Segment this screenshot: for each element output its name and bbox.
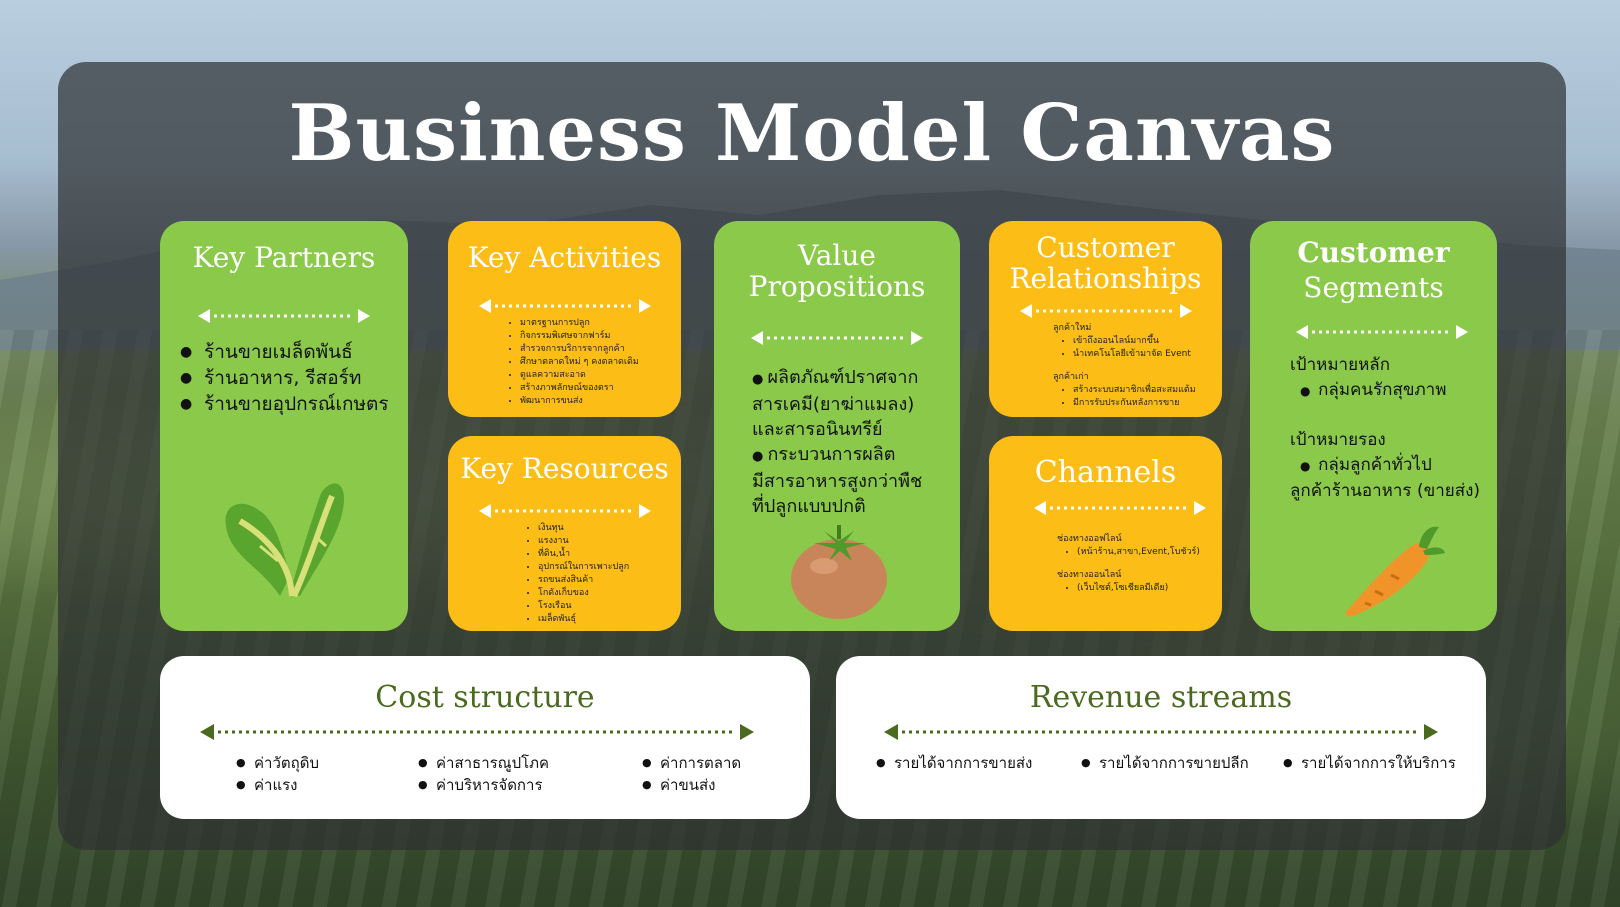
revenue-streams-title: Revenue streams <box>1029 680 1293 715</box>
list-item: ค่าวัตถุดิบ <box>236 752 319 774</box>
list-item: เข้าถึงออนไลน์มากขึ้น <box>1073 335 1218 348</box>
page-title: Business Model Canvas <box>288 88 1336 179</box>
double-arrow-icon <box>1296 325 1468 339</box>
list-item: รายได้จากการให้บริการ <box>1283 752 1456 774</box>
double-arrow-icon <box>751 331 923 345</box>
list-item: ศึกษาตลาดใหม่ ๆ คงตลาดเดิม <box>520 356 674 369</box>
key-partners-title: Key Partners <box>192 241 376 274</box>
list-item: รายได้จากการขายปลีก <box>1081 752 1249 774</box>
double-arrow-icon <box>479 504 651 518</box>
double-arrow-icon <box>884 724 1438 740</box>
key-resources-list: เงินทุน แรงงาน ที่ดิน,น้ำ อุปกรณ์ในการเพ… <box>522 522 672 626</box>
customer-segments-text: เป้าหมายหลัก ● กลุ่มคนรักสุขภาพ เป้าหมาย… <box>1290 355 1481 501</box>
list-item: ค่าการตลาด <box>642 752 741 774</box>
list-item: โรงเรือน <box>538 600 672 613</box>
channels-content: ช่องทางออฟไลน์ (หน้าร้าน,สาขา,Event,โบชั… <box>1057 533 1219 595</box>
carrot-icon <box>1345 526 1445 617</box>
value-propositions-text: ● ผลิตภัณฑ์ปราศจาก สารเคมี(ยาฆ่าแมลง) แล… <box>752 367 923 517</box>
key-activities-title: Key Activities <box>467 241 662 274</box>
double-arrow-icon <box>1020 304 1192 318</box>
customer-relationships-title: Customer Relationships <box>1009 231 1202 295</box>
list-item: (เว็บไซต์,โซเชียลมีเดีย) <box>1077 582 1219 595</box>
cost-structure-title: Cost structure <box>375 680 595 715</box>
key-resources-card: Key Resources เงินทุน แรงงาน ที่ดิน,น้ำ … <box>448 436 681 631</box>
list-item: กิจกรรมพิเศษจากฟาร์ม <box>520 330 674 343</box>
list-item: สำรวจการบริการจากลูกค้า <box>520 343 674 356</box>
revenue-item-1: รายได้จากการขายส่ง <box>876 752 1032 774</box>
list-item: สร้างภาพลักษณ์ของตรา <box>520 382 674 395</box>
key-partners-list: ร้านขายเมล็ดพันธ์ ร้านอาหาร, รีสอร์ท ร้า… <box>180 339 400 417</box>
list-item: ที่ดิน,น้ำ <box>538 548 672 561</box>
customer-relationships-card: Customer Relationships ลูกค้าใหม่ เข้าถึ… <box>989 221 1222 417</box>
customer-relationships-content: ลูกค้าใหม่ เข้าถึงออนไลน์มากขึ้น นำเทคโน… <box>1053 322 1218 410</box>
list-item: แรงงาน <box>538 535 672 548</box>
channels-title: Channels <box>1034 455 1177 490</box>
key-activities-list: มาตรฐานการปลูก กิจกรรมพิเศษจากฟาร์ม สำรว… <box>504 317 674 408</box>
cost-structure-card: Cost structure ค่าวัตถุดิบ ค่าแรง ค่าสาธ… <box>160 656 810 819</box>
list-item: โกดังเก็บของ <box>538 587 672 600</box>
list-item: ร้านขายเมล็ดพันธ์ <box>180 339 400 365</box>
revenue-item-2: รายได้จากการขายปลีก <box>1081 752 1249 774</box>
list-item: มาตรฐานการปลูก <box>520 317 674 330</box>
value-propositions-card: Value Propositions ● ผลิตภัณฑ์ปราศจาก สา… <box>714 221 960 631</box>
cost-col-3: ค่าการตลาด ค่าขนส่ง <box>642 752 741 796</box>
cost-col-1: ค่าวัตถุดิบ ค่าแรง <box>236 752 319 796</box>
key-activities-card: Key Activities มาตรฐานการปลูก กิจกรรมพิเ… <box>448 221 681 417</box>
list-item: สร้างระบบสมาชิกเพื่อสะสมแต้ม <box>1073 384 1218 397</box>
key-resources-title: Key Resources <box>460 452 669 485</box>
list-item: ร้านอาหาร, รีสอร์ท <box>180 365 400 391</box>
list-item: ค่าบริหารจัดการ <box>418 774 549 796</box>
list-item: ค่าแรง <box>236 774 319 796</box>
double-arrow-icon <box>1034 501 1206 515</box>
cost-col-2: ค่าสาธารณูปโภค ค่าบริหารจัดการ <box>418 752 549 796</box>
value-propositions-title: Value Propositions <box>748 239 926 303</box>
list-item: มีการรับประกันหลังการขาย <box>1073 397 1218 410</box>
key-partners-card: Key Partners ร้านขายเมล็ดพันธ์ ร้านอาหาร… <box>160 221 408 631</box>
list-item: (หน้าร้าน,สาขา,Event,โบชัวร์) <box>1077 546 1219 559</box>
list-item: ค่าขนส่ง <box>642 774 741 796</box>
revenue-streams-card: Revenue streams รายได้จากการขายส่ง รายได… <box>836 656 1486 819</box>
list-item: ดูแลความสะอาด <box>520 369 674 382</box>
list-item: เงินทุน <box>538 522 672 535</box>
revenue-item-3: รายได้จากการให้บริการ <box>1283 752 1456 774</box>
list-item: ค่าสาธารณูปโภค <box>418 752 549 774</box>
double-arrow-icon <box>198 309 370 323</box>
channels-card: Channels ช่องทางออฟไลน์ (หน้าร้าน,สาขา,E… <box>989 436 1222 631</box>
customer-segments-card: Customer Segments เป้าหมายหลัก ● กลุ่มคน… <box>1250 221 1497 631</box>
list-item: พัฒนาการขนส่ง <box>520 395 674 408</box>
leafy-vegetable-icon <box>225 483 345 598</box>
tomato-icon <box>791 525 887 619</box>
double-arrow-icon <box>479 299 651 313</box>
list-item: รถขนส่งสินค้า <box>538 574 672 587</box>
list-item: ร้านขายอุปกรณ์เกษตร <box>180 391 400 417</box>
customer-segments-title: Customer Segments <box>1297 236 1450 304</box>
list-item: อุปกรณ์ในการเพาะปลูก <box>538 561 672 574</box>
list-item: รายได้จากการขายส่ง <box>876 752 1032 774</box>
list-item: เมล็ดพันธุ์ <box>538 613 672 626</box>
double-arrow-icon <box>200 724 754 740</box>
list-item: นำเทคโนโลยีเข้ามาจัด Event <box>1073 348 1218 361</box>
